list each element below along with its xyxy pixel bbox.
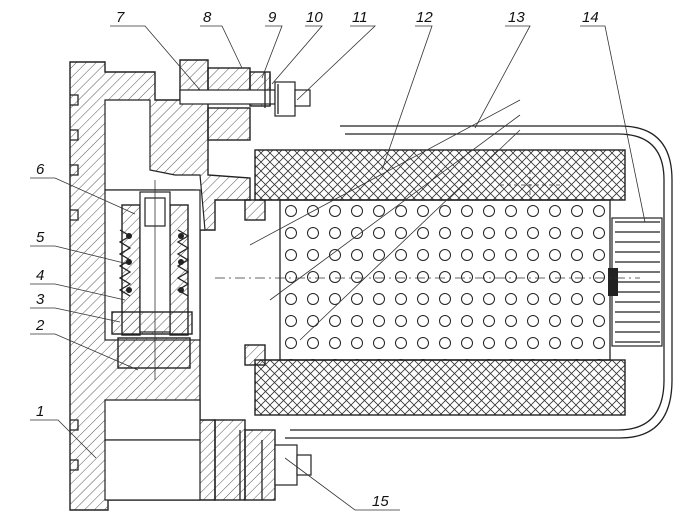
callout-4: 4 xyxy=(36,267,44,284)
callout-14: 14 xyxy=(582,9,599,26)
filter-bowl xyxy=(285,125,673,439)
callout-3: 3 xyxy=(36,291,45,308)
callout-8: 8 xyxy=(203,9,212,26)
flow-lines xyxy=(215,99,640,341)
callout-15: 15 xyxy=(372,493,389,510)
callout-1: 1 xyxy=(36,403,44,420)
top-flange xyxy=(179,67,311,141)
callout-5: 5 xyxy=(36,229,45,246)
end-spring xyxy=(608,217,663,347)
callout-11: 11 xyxy=(352,9,368,26)
callout-12: 12 xyxy=(416,9,433,26)
callout-10: 10 xyxy=(306,9,323,26)
callout-6: 6 xyxy=(36,161,45,178)
bypass-valve xyxy=(111,180,193,380)
callout-2: 2 xyxy=(35,317,45,334)
callout-labels: 1 2 3 4 5 6 7 8 9 10 11 12 13 14 15 xyxy=(35,9,599,510)
filter-element xyxy=(244,149,626,416)
callout-13: 13 xyxy=(508,9,525,26)
leader-lines xyxy=(30,25,646,511)
callout-7: 7 xyxy=(116,9,125,26)
callout-9: 9 xyxy=(268,9,277,26)
bottom-flange xyxy=(214,419,312,501)
